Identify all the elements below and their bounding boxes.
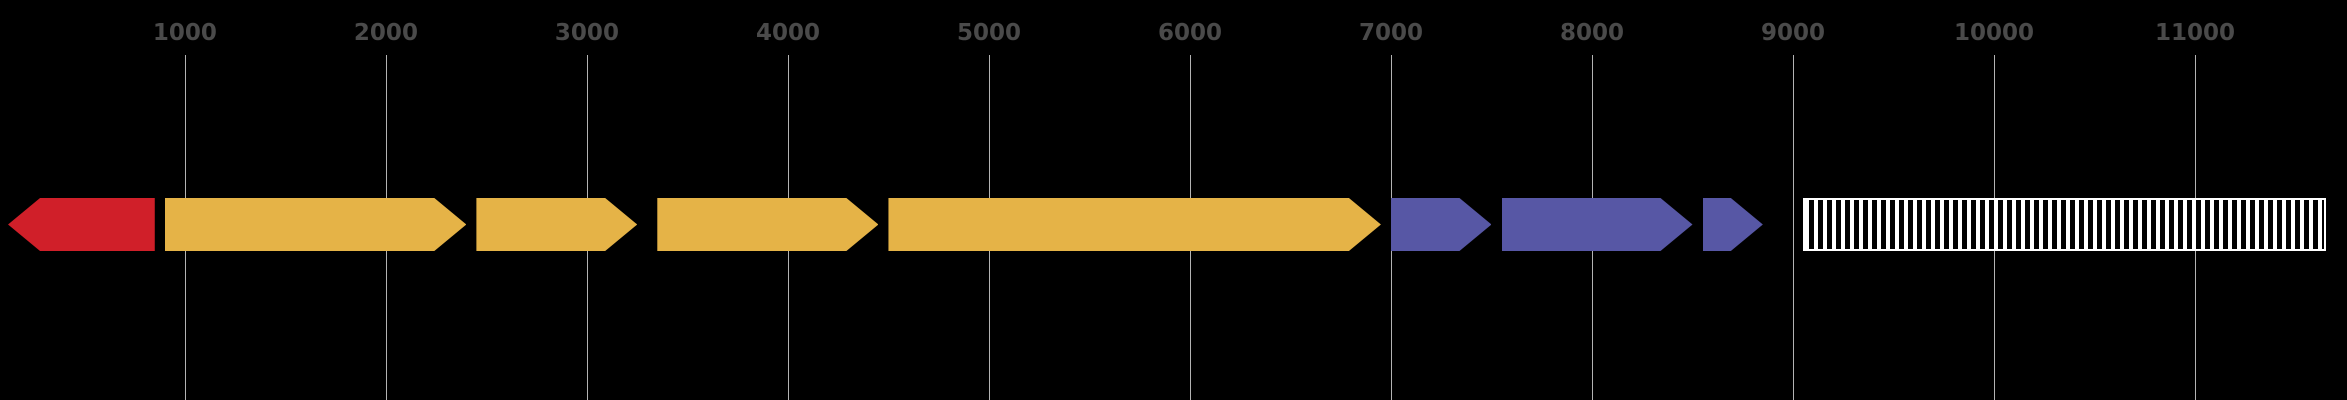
gene-arrow — [657, 198, 879, 251]
axis-tick-label: 4000 — [755, 20, 820, 46]
gene-arrow — [164, 198, 466, 251]
gene-arrow — [476, 198, 637, 251]
gene-arrow — [1702, 198, 1763, 251]
axis-tick-label: 10000 — [1954, 20, 2035, 46]
axis-tick-label: 3000 — [554, 20, 619, 46]
axis-tick-label: 6000 — [1157, 20, 1222, 46]
hatched-region-box — [1803, 198, 2326, 251]
axis-tick-label: 2000 — [353, 20, 418, 46]
axis-tick-label: 9000 — [1760, 20, 1826, 46]
axis-tick-label: 1000 — [152, 20, 217, 46]
axis-gridline — [1793, 55, 1794, 400]
axis-tick-label: 8000 — [1559, 20, 1625, 46]
gene-arrow — [1390, 198, 1491, 251]
axis-tick-label: 11000 — [2155, 20, 2236, 46]
axis-tick-label: 5000 — [956, 20, 1021, 46]
gene-arrow — [1501, 198, 1693, 251]
gene-arrow — [888, 198, 1381, 251]
axis-tick-label: 7000 — [1358, 20, 1423, 46]
gene-arrow — [8, 198, 155, 251]
